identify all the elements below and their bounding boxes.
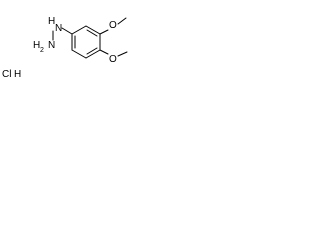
ring-to-nh-bond (61, 27, 73, 35)
hcl-h: H (14, 69, 21, 80)
atom-h: H (48, 16, 55, 27)
ring-bond-5 (71, 49, 87, 59)
atom-n-top: N (55, 23, 62, 34)
o-top-methyl-bond (117, 17, 127, 25)
ring-double-bond-1 (86, 29, 98, 37)
hcl-cl: Cl (2, 69, 11, 80)
ring-bond-4 (85, 49, 101, 59)
atom-h2-subscript: 2 (40, 47, 44, 54)
benzene-ring (71, 25, 101, 59)
ring-double-bond-2 (86, 47, 98, 55)
atom-o-bottom: O (109, 54, 117, 65)
atom-n-bottom: N (48, 40, 55, 51)
molecule-drawing: H N H N 2 O O Cl H (2, 16, 128, 80)
structure-diagram: H N H N 2 O O Cl H (0, 0, 142, 82)
atom-h2: H (33, 40, 40, 51)
atom-o-top: O (109, 20, 117, 31)
ring-bond-2 (85, 25, 101, 35)
ring-bond-1 (71, 25, 87, 35)
ring-to-o-bottom-bond (99, 49, 109, 55)
ring-to-o-top-bond (99, 29, 109, 35)
o-bottom-methyl-bond (117, 51, 128, 57)
